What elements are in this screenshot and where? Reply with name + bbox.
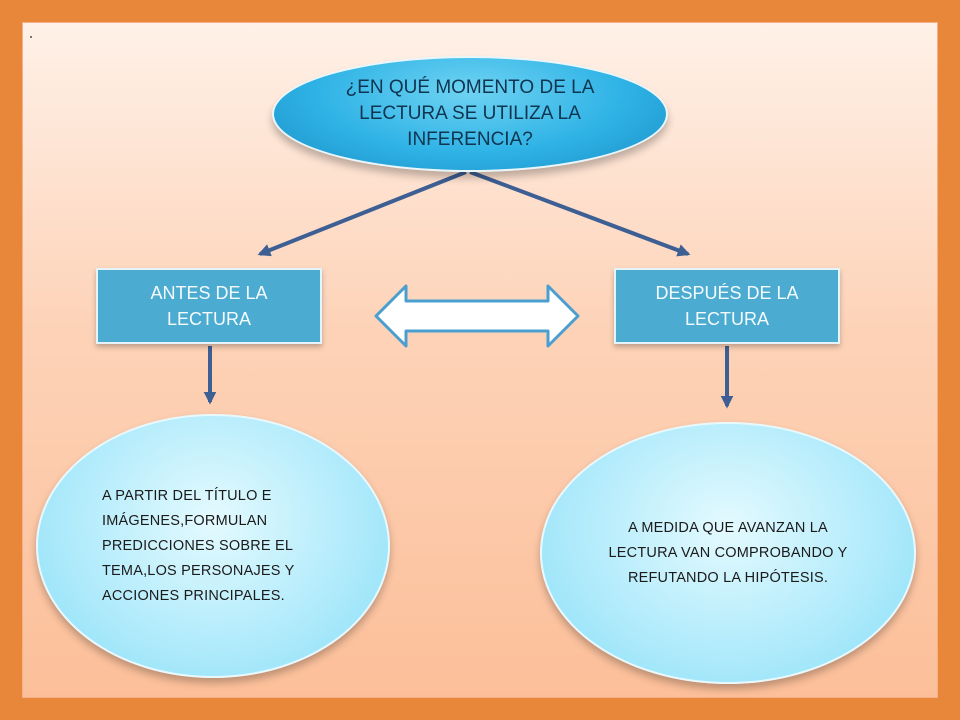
corner-dot: [30, 36, 32, 38]
question-text: ¿EN QUÉ MOMENTO DE LA LECTURA SE UTILIZA…: [345, 77, 595, 150]
arrow-to-before: [257, 170, 467, 257]
arrow-to-after: [469, 170, 691, 257]
before-description-text: A PARTIR DEL TÍTULO E IMÁGENES,FORMULAN …: [102, 487, 295, 604]
double-arrow: [374, 284, 580, 348]
before-reading-label: ANTES DE LA LECTURA: [150, 283, 268, 329]
after-reading-box: DESPUÉS DE LA LECTURA: [614, 268, 840, 344]
after-reading-label: DESPUÉS DE LA LECTURA: [655, 283, 799, 329]
after-description-bubble: A MEDIDA QUE AVANZAN LA LECTURA VAN COMP…: [540, 422, 916, 684]
before-reading-box: ANTES DE LA LECTURA: [96, 268, 322, 344]
question-ellipse: ¿EN QUÉ MOMENTO DE LA LECTURA SE UTILIZA…: [272, 56, 668, 172]
after-description-text: A MEDIDA QUE AVANZAN LA LECTURA VAN COMP…: [608, 519, 848, 586]
before-description-bubble: A PARTIR DEL TÍTULO E IMÁGENES,FORMULAN …: [36, 414, 390, 678]
